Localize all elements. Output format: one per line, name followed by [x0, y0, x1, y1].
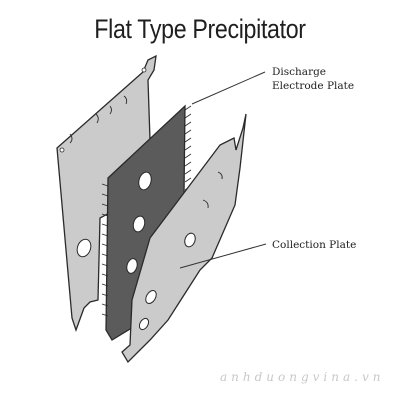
discharge-label-line1: Discharge — [272, 66, 327, 78]
discharge-leader-line — [191, 71, 266, 105]
diagram-title: Flat Type Precipitator — [94, 14, 306, 44]
discharge-label-line2: Electrode Plate — [272, 80, 355, 92]
watermark: anhduongvina.vn — [220, 370, 385, 384]
discharge-electrode-plate — [101, 104, 192, 341]
front-collection-plate — [121, 113, 247, 364]
collection-plate-label: Collection Plate — [272, 239, 357, 251]
discharge-electrode-label: Discharge Electrode Plate — [272, 65, 354, 93]
collection-leader-line — [179, 243, 267, 269]
